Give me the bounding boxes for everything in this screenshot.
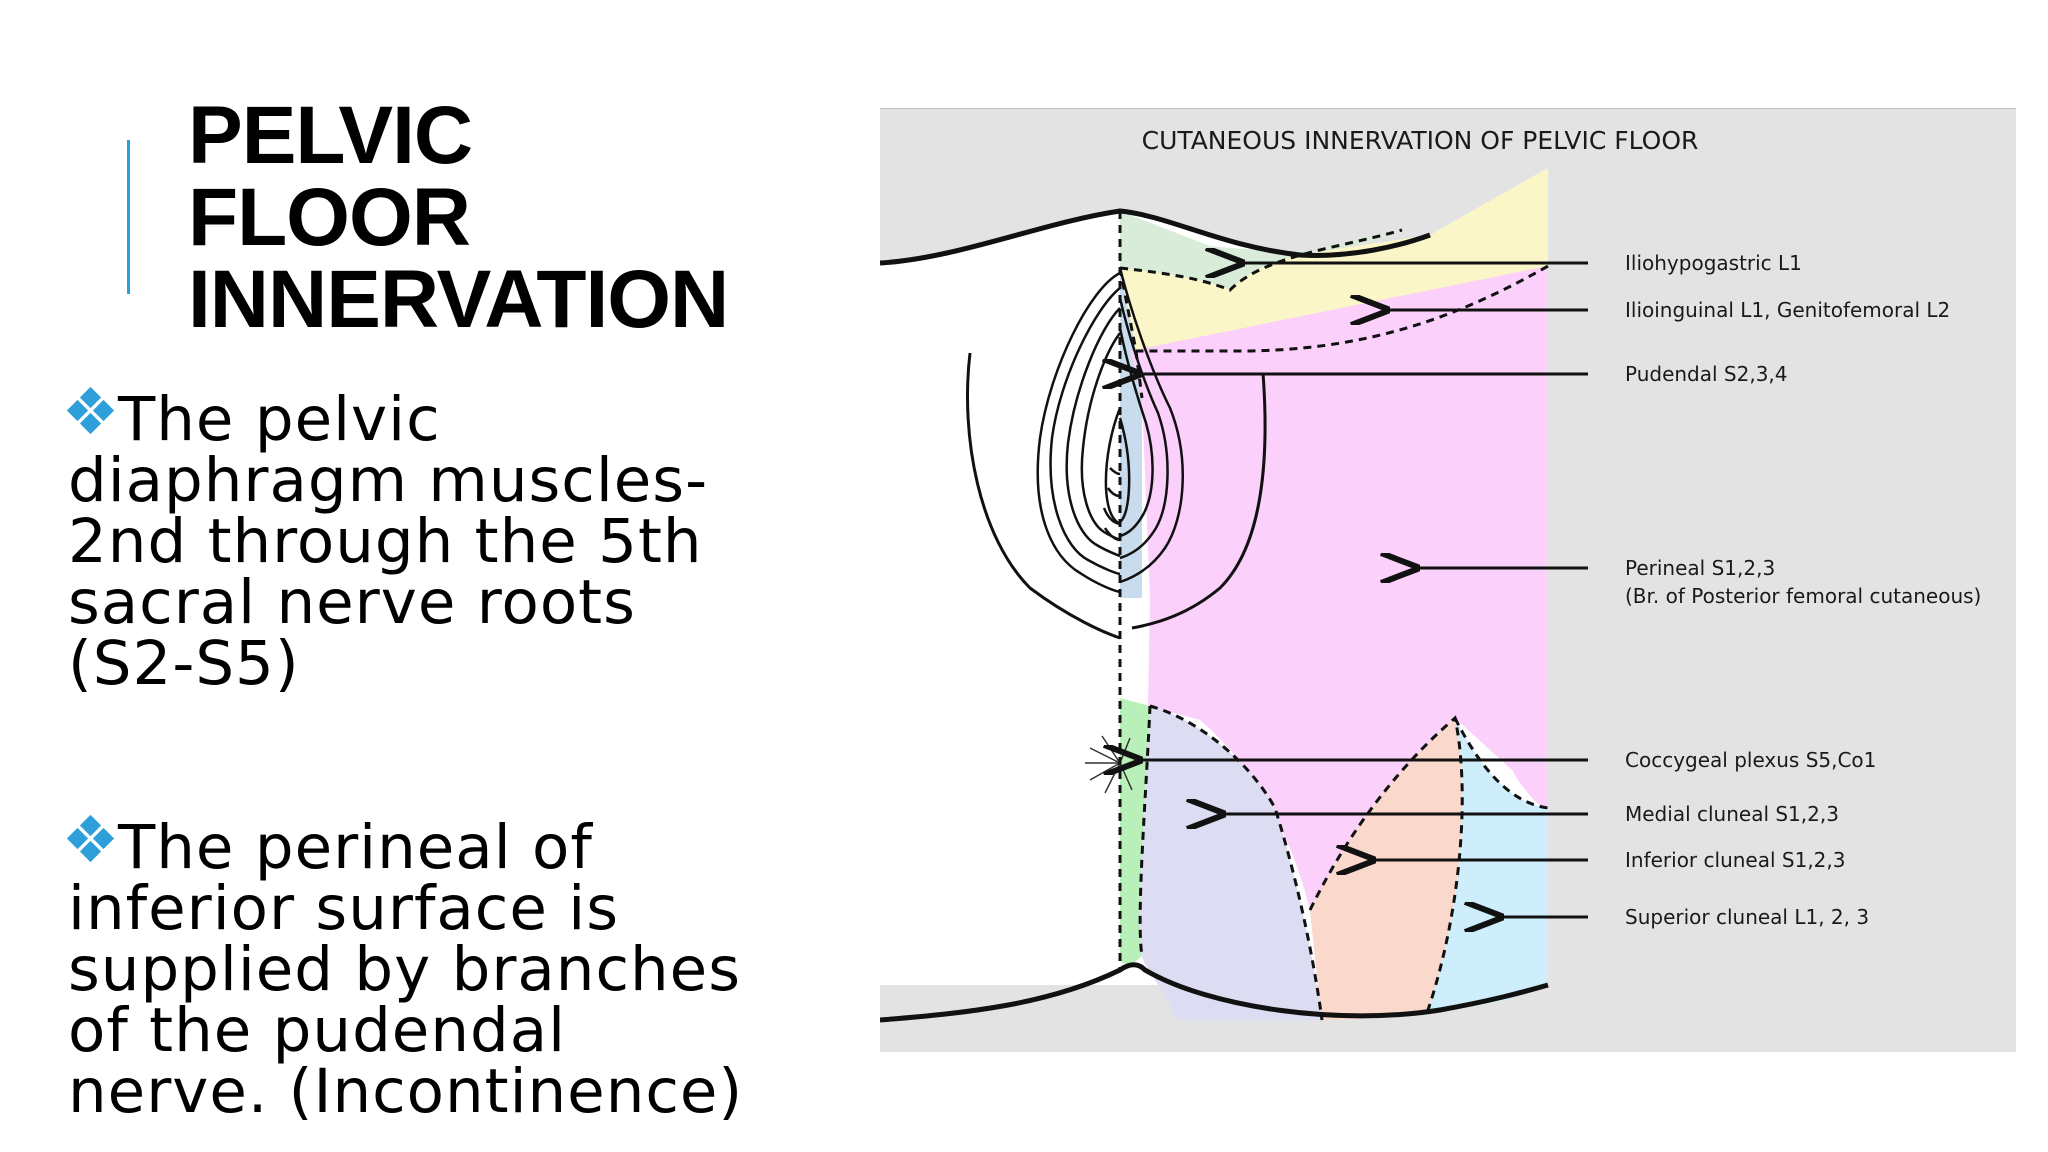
thigh-outline-right — [1131, 372, 1267, 630]
title-accent-bar — [127, 140, 130, 294]
bullet-line: (S2-S5) — [68, 628, 300, 699]
label-arrows — [1139, 263, 1588, 917]
label-medial-cluneal: Medial cluneal S1,2,3 — [1625, 802, 1839, 826]
body-outline-top — [880, 208, 1431, 266]
bullet-line: The pelvic — [118, 384, 441, 455]
bullet-line: 2nd through the 5th — [68, 506, 703, 577]
innervation-diagram: CUTANEOUS INNERVATION OF PELVIC FLOOR Il… — [880, 108, 2016, 1052]
dermatome-boundaries — [1118, 211, 1549, 1021]
thigh-outline-left — [966, 352, 1121, 640]
vulva-sketch — [1036, 267, 1184, 594]
region-superior-cluneal — [1428, 718, 1548, 1010]
four-diamond-icon — [66, 814, 115, 863]
bullet-item: The pelvic diaphragm muscles- 2nd throug… — [66, 386, 768, 694]
bullet-line: nerve. (Incontinence) — [68, 1056, 744, 1127]
bullet-line: supplied by branches — [68, 934, 741, 1005]
label-coccygeal: Coccygeal plexus S5,Co1 — [1625, 748, 1876, 772]
bullet-line: The perineal of — [118, 812, 593, 883]
label-superior-cluneal: Superior cluneal L1, 2, 3 — [1625, 905, 1869, 929]
bullet-line: of the pudendal — [68, 995, 567, 1066]
title-line: INNERVATION — [188, 254, 729, 345]
bullet-line: inferior surface is — [68, 873, 619, 944]
slide-title: PELVIC FLOOR INNERVATION — [188, 90, 729, 345]
nerve-labels: Iliohypogastric L1 Ilioinguinal L1, Geni… — [1625, 251, 1981, 929]
label-pudendal: Pudendal S2,3,4 — [1625, 362, 1788, 386]
label-perineal: Perineal S1,2,3 — [1625, 556, 1775, 580]
label-ilioinguinal: Ilioinguinal L1, Genitofemoral L2 — [1625, 298, 1950, 322]
four-diamond-icon — [66, 386, 115, 435]
region-perineal — [1130, 266, 1548, 910]
bullet-list: The pelvic diaphragm muscles- 2nd throug… — [66, 386, 768, 1122]
title-line: PELVIC — [188, 90, 473, 181]
bullet-item: The perineal of inferior surface is supp… — [66, 814, 768, 1122]
label-iliohypogastric: Iliohypogastric L1 — [1625, 251, 1802, 275]
body-outline-bottom — [880, 962, 1549, 1023]
bullet-line: sacral nerve roots — [68, 567, 636, 638]
region-inferior-cluneal — [1310, 718, 1463, 1020]
diagram-title: CUTANEOUS INNERVATION OF PELVIC FLOOR — [1142, 126, 1699, 155]
title-line: FLOOR — [188, 172, 471, 263]
bullet-line: diaphragm muscles- — [68, 445, 709, 516]
label-inferior-cluneal: Inferior cluneal S1,2,3 — [1625, 848, 1845, 872]
region-medial-cluneal — [1140, 706, 1322, 1020]
label-perineal-subtext: (Br. of Posterior femoral cutaneous) — [1625, 584, 1981, 608]
